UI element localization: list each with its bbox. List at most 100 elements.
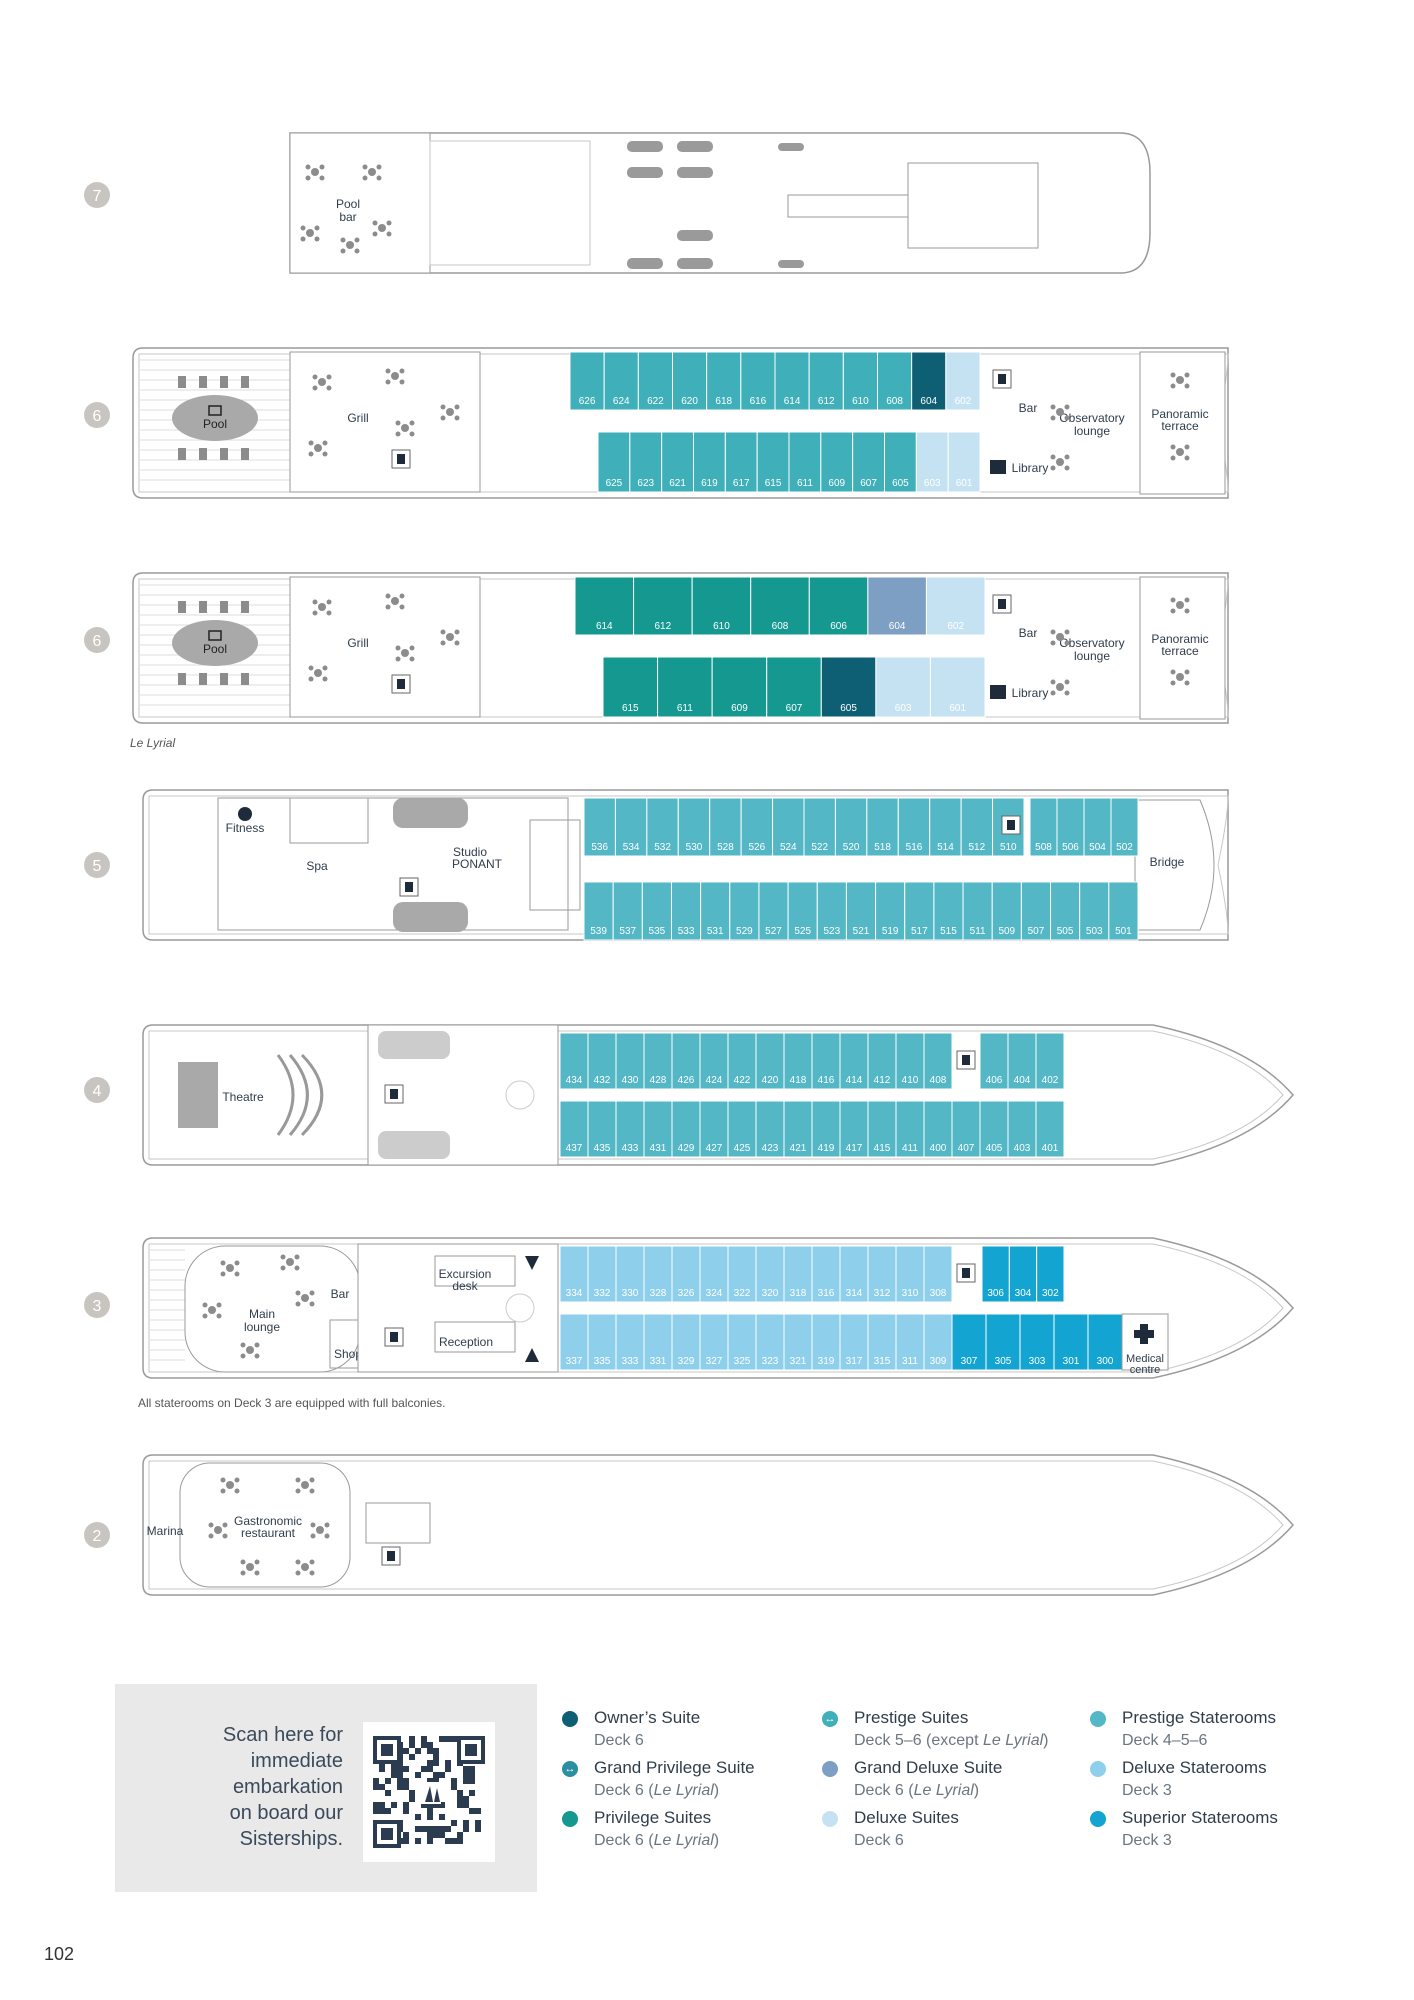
chair-icon	[202, 1302, 208, 1308]
deck-label: lounge	[244, 1320, 280, 1334]
cabin	[811, 1245, 841, 1303]
cabin-number: 503	[1086, 926, 1103, 937]
qr-module	[457, 1790, 463, 1796]
grill-area	[289, 351, 481, 493]
cabin-number: 301	[1063, 1356, 1080, 1367]
chair-icon	[216, 1302, 222, 1308]
cabin	[834, 797, 868, 857]
cabin	[574, 576, 635, 636]
chair-icon	[386, 220, 392, 226]
qr-module	[457, 1838, 463, 1844]
chair-icon	[385, 368, 391, 374]
qr-module	[391, 1772, 397, 1778]
qr-module	[409, 1742, 415, 1748]
qr-module	[373, 1778, 379, 1784]
legend-swatch-icon	[1090, 1711, 1106, 1727]
cabin-number: 515	[940, 926, 957, 937]
legend-subtitle: Deck 6	[594, 1732, 644, 1749]
chair-icon	[1064, 465, 1070, 471]
cabin-number: 517	[911, 926, 928, 937]
cabin-number: 607	[860, 478, 877, 489]
qr-module	[409, 1736, 415, 1742]
cabin	[875, 881, 906, 941]
cabin	[657, 656, 713, 718]
cabin-number: 605	[840, 703, 857, 714]
legend-swatch-icon	[1090, 1811, 1106, 1827]
cabin	[783, 1245, 813, 1303]
cabin	[808, 576, 869, 636]
cabin-number: 412	[874, 1075, 891, 1086]
cabin	[1079, 881, 1110, 941]
hull-inner-outline	[148, 795, 1229, 935]
cabin-number: 615	[622, 703, 639, 714]
chair-icon	[1050, 679, 1056, 685]
cabin	[811, 1032, 841, 1090]
cabin-number: 615	[765, 478, 782, 489]
cabin-number: 626	[579, 396, 596, 407]
sun-lounger-icon	[199, 673, 207, 685]
cabin	[951, 1313, 987, 1371]
deck-label: terrace	[1161, 644, 1199, 658]
qr-module	[439, 1832, 445, 1838]
chair-icon	[1184, 597, 1190, 603]
panoramic-terrace-area	[1139, 351, 1226, 495]
qr-code[interactable]	[363, 1722, 495, 1862]
cabin-number: 437	[566, 1143, 583, 1154]
cabin-number: 620	[681, 396, 698, 407]
qr-module	[427, 1760, 433, 1766]
cabin-number: 505	[1057, 926, 1074, 937]
lounge-table-icon	[310, 1522, 330, 1539]
chair-icon	[1050, 454, 1056, 460]
cabin-number: 318	[790, 1288, 807, 1299]
qr-module	[475, 1826, 481, 1832]
table-icon	[246, 1563, 254, 1571]
table-icon	[318, 603, 326, 611]
chair-icon	[308, 440, 314, 446]
qr-module	[427, 1808, 433, 1814]
deck-label: Observatory	[1059, 411, 1124, 425]
cabin-number: 602	[947, 621, 964, 632]
table-icon	[368, 168, 376, 176]
cabin	[981, 1245, 1010, 1303]
lounge-table-icon	[308, 665, 328, 682]
cabin-number: 612	[655, 621, 672, 632]
qr-module	[445, 1760, 451, 1766]
chair-icon	[409, 431, 415, 437]
qr-module	[415, 1838, 421, 1844]
stair-down-icon	[525, 1256, 539, 1270]
cabin-number: 424	[706, 1075, 723, 1086]
cabin	[867, 576, 927, 636]
cabin	[729, 881, 760, 941]
qr-module	[433, 1754, 439, 1760]
cabin	[929, 656, 986, 718]
chair-icon	[305, 164, 311, 170]
cabin-number: 322	[734, 1288, 751, 1299]
cabin	[1020, 881, 1052, 941]
table-icon	[446, 633, 454, 641]
cabin-number: 420	[762, 1075, 779, 1086]
legend-subtitle: Deck 6 (Le Lyrial)	[854, 1782, 980, 1799]
cabin-number: 434	[566, 1075, 583, 1086]
cabin-number: 430	[622, 1075, 639, 1086]
deck-label: Marina	[147, 1524, 184, 1538]
cabin	[587, 1100, 617, 1158]
chair-icon	[376, 164, 382, 170]
whirlpool-icon	[393, 798, 468, 828]
cabin-number: 619	[701, 478, 718, 489]
chair-icon	[1184, 680, 1190, 686]
lounge-table-icon	[395, 420, 415, 437]
cabin-number: 417	[846, 1143, 863, 1154]
cabin-number: 530	[686, 842, 703, 853]
qr-module	[403, 1778, 409, 1784]
theatre-seating-arc	[300, 1053, 324, 1137]
cabin-number: 425	[734, 1143, 751, 1154]
chair-icon	[280, 1254, 286, 1260]
qr-module	[409, 1754, 415, 1760]
table-icon	[301, 1563, 309, 1571]
cabin	[633, 576, 693, 636]
qr-module	[433, 1748, 439, 1754]
lifeboat-icon	[677, 167, 713, 178]
table-icon	[301, 1294, 309, 1302]
qr-module	[373, 1784, 379, 1790]
cabin	[867, 1245, 897, 1303]
